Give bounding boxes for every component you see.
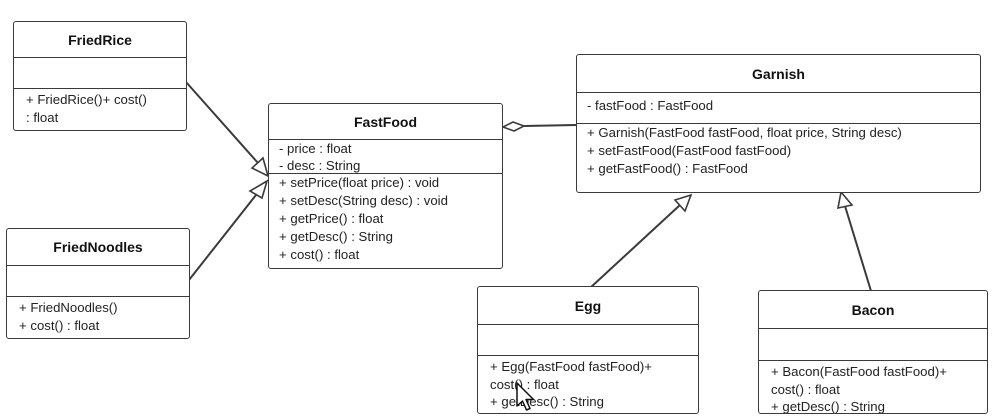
aggregation-diamond (500, 121, 527, 132)
method-line: + setFastFood(FastFood fastFood) (587, 143, 792, 158)
attributes-compartment (759, 329, 987, 361)
method-line: : float (26, 109, 59, 125)
generalization-arrowhead (250, 156, 270, 178)
friedrice-generalization-edge (185, 81, 259, 164)
methods-compartment: + Bacon(FastFood fastFood)+ cost() : flo… (759, 361, 987, 414)
class-garnish[interactable]: Garnish - fastFood : FastFood + Garnish(… (576, 54, 981, 193)
methods-compartment: + FriedNoodles() + cost() : float (7, 297, 189, 335)
methods-compartment: + Garnish(FastFood fastFood, float price… (577, 124, 980, 178)
class-name: Garnish (577, 55, 980, 93)
bacon-generalization-edge (844, 205, 872, 292)
class-name: FriedRice (14, 22, 186, 58)
class-fastfood[interactable]: FastFood - price : float - desc : String… (268, 103, 503, 269)
attribute-line: - fastFood : FastFood (587, 98, 714, 113)
method-line: + cost() : float (279, 247, 360, 262)
friednoodles-generalization-edge (188, 194, 257, 281)
attributes-compartment: - price : float - desc : String (269, 140, 502, 174)
class-friedrice[interactable]: FriedRice + FriedRice()+ cost() : float (13, 21, 187, 131)
attributes-compartment (478, 325, 698, 356)
class-name: Egg (478, 287, 698, 325)
method-line: + Egg(FastFood fastFood)+ (490, 359, 652, 374)
attribute-line: - price : float (279, 141, 352, 156)
method-line: + getPrice() : float (279, 211, 384, 226)
method-line: + cost() : float (19, 318, 100, 333)
attribute-line: - desc : String (279, 158, 361, 173)
method-line: + getDesc() : String (771, 399, 885, 414)
methods-compartment: + setPrice(float price) : void + setDesc… (269, 174, 502, 264)
method-line: + FriedRice()+ cost() (26, 92, 147, 107)
method-line: + Bacon(FastFood fastFood)+ (771, 364, 947, 379)
class-bacon[interactable]: Bacon + Bacon(FastFood fastFood)+ cost()… (758, 290, 988, 414)
method-line: cost() : float (771, 381, 840, 397)
method-line: + setPrice(float price) : void (279, 175, 440, 190)
attributes-compartment (7, 266, 189, 297)
method-line: cost() : float (490, 376, 559, 392)
methods-compartment: + Egg(FastFood fastFood)+ cost() : float… (478, 356, 698, 411)
method-line: + FriedNoodles() (19, 300, 118, 315)
class-friednoodles[interactable]: FriedNoodles + FriedNoodles() + cost() :… (6, 228, 190, 339)
mouse-pointer-icon (516, 382, 535, 411)
attributes-compartment (14, 58, 186, 89)
class-name: FriedNoodles (7, 229, 189, 266)
method-line: + getFastFood() : FastFood (587, 161, 748, 176)
generalization-arrowhead (673, 193, 693, 213)
class-name: FastFood (269, 104, 502, 140)
class-name: Bacon (759, 291, 987, 329)
garnish-aggregation-edge (523, 124, 577, 127)
egg-generalization-edge (589, 204, 681, 289)
generalization-arrowhead (248, 179, 269, 200)
method-line: + getDesc() : String (279, 229, 393, 244)
method-line: + setDesc(String desc) : void (279, 193, 448, 208)
methods-compartment: + FriedRice()+ cost() : float (14, 89, 186, 126)
class-egg[interactable]: Egg + Egg(FastFood fastFood)+ cost() : f… (477, 286, 699, 414)
method-line: + Garnish(FastFood fastFood, float price… (587, 125, 902, 140)
attributes-compartment: - fastFood : FastFood (577, 93, 980, 124)
generalization-arrowhead (836, 190, 854, 210)
